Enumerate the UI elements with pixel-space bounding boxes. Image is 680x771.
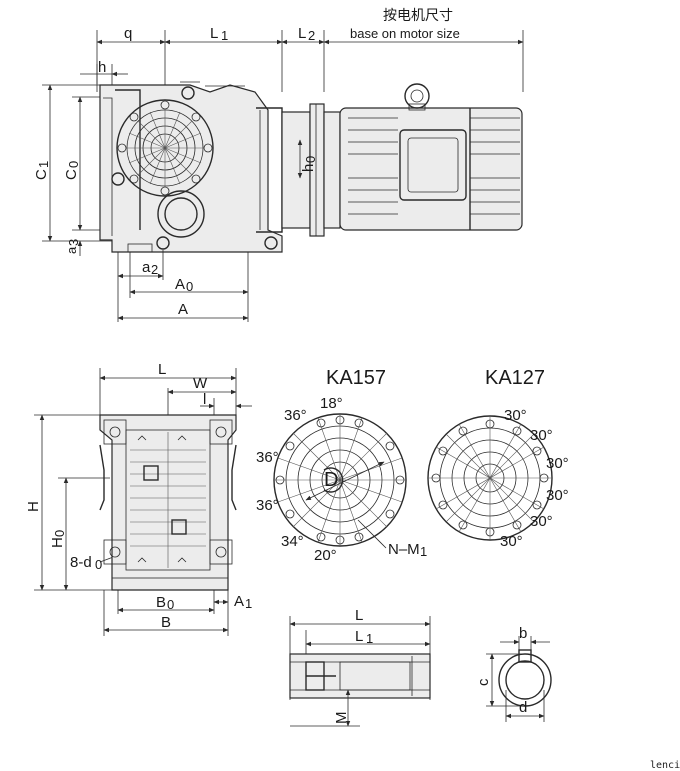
dim-a2-label: a <box>142 259 151 276</box>
ka127-angle-4: 30° <box>546 487 569 504</box>
ka157-angle-3: 36° <box>256 449 279 466</box>
dim-L-label: L <box>158 361 166 378</box>
dim-h0-sub: 0 <box>303 156 318 163</box>
dim-L1-label: L <box>210 25 218 42</box>
dim-L1-sub: 1 <box>221 28 228 43</box>
shaft-L-label: L <box>355 607 363 624</box>
flange-ka127: KA127 30° <box>427 367 569 550</box>
dim-B-label: B <box>161 614 171 631</box>
dim-8d0-label: 8-d <box>70 554 92 571</box>
ka127-angle-2: 30° <box>530 427 553 444</box>
ka157-angle-4: 36° <box>256 497 279 514</box>
dim-left-vertical: C 1 C 0 a 3 <box>33 84 115 256</box>
dim-B0-sub: 0 <box>167 597 174 612</box>
dim-8d0-sub: 0 <box>95 557 102 572</box>
dim-H0-sub: 0 <box>52 530 67 537</box>
watermark: lenci <box>650 760 680 771</box>
dim-h-label: h <box>98 59 106 76</box>
dim-C1-sub: 1 <box>36 161 51 168</box>
hub-detail: b c d <box>475 625 552 722</box>
dim-A1-sub: 1 <box>245 596 252 611</box>
dim-q-label: q <box>124 25 132 42</box>
dim-A1-label: A <box>234 593 244 610</box>
dim-W-label: W <box>193 375 208 392</box>
bottom-dimensions-top: a 2 A 0 A <box>117 250 249 322</box>
front-bottom-dimensions: B 0 A 1 B <box>103 590 252 636</box>
dim-L2-label: L <box>298 25 306 42</box>
dim-A0-sub: 0 <box>186 279 193 294</box>
ka127-angle-6: 30° <box>500 533 523 550</box>
top-dimensions: q L 1 L 2 按电机尺寸 base on motor size <box>96 8 524 92</box>
motor-size-en-label: base on motor size <box>350 26 460 41</box>
ka157-angle-5: 34° <box>281 533 304 550</box>
dim-a2-sub: 2 <box>151 262 158 277</box>
front-housing <box>99 414 237 591</box>
ka157-angle-6: 20° <box>314 547 337 564</box>
motor-body <box>339 83 523 231</box>
adapter-flange: h 0 <box>281 103 341 237</box>
front-view: L W l H H 0 8-d 0 <box>25 361 252 636</box>
front-top-dimensions: L W l <box>99 361 252 420</box>
front-left-dimensions: H H 0 8-d 0 <box>25 414 118 591</box>
ka127-angle-3: 30° <box>546 455 569 472</box>
ka127-angle-5: 30° <box>530 513 553 530</box>
dim-H-label: H <box>25 501 42 512</box>
dim-C0-sub: 0 <box>66 161 81 168</box>
ka157-NM-sub: 1 <box>420 544 427 559</box>
shaft-detail: L L 1 M <box>289 607 431 727</box>
ka157-angle-1: 18° <box>320 395 343 412</box>
dim-H0-label: H <box>49 537 66 548</box>
ka127-title: KA127 <box>485 367 545 389</box>
dim-A-label: A <box>178 301 188 318</box>
gear-housing-top <box>99 81 283 253</box>
hub-d-label: d <box>519 699 527 716</box>
shaft-L1-label: L <box>355 628 363 645</box>
ka127-angle-1: 30° <box>504 407 527 424</box>
dim-A0-label: A <box>175 276 185 293</box>
shaft-L1-sub: 1 <box>366 631 373 646</box>
shaft-M-label: M <box>333 712 350 725</box>
ka157-title: KA157 <box>326 367 386 389</box>
dim-h0-label: h <box>300 164 317 172</box>
motor-size-cn-label: 按电机尺寸 <box>383 8 453 24</box>
top-view: q L 1 L 2 按电机尺寸 base on motor size h C <box>33 8 524 322</box>
dim-a3-label: a <box>64 246 79 254</box>
ka157-angle-2: 36° <box>284 407 307 424</box>
ka157-NM-label: N–M <box>388 541 420 558</box>
dim-L2-sub: 2 <box>308 28 315 43</box>
dim-B0-label: B <box>156 594 166 611</box>
dim-C1-label: C <box>33 169 50 180</box>
dim-C0-label: C <box>63 169 80 180</box>
hub-c-label: c <box>475 678 492 686</box>
dim-l-label: l <box>203 391 206 408</box>
dim-a3-sub: 3 <box>66 239 81 246</box>
hub-b-label: b <box>519 625 527 642</box>
flange-ka157: KA157 <box>256 367 427 564</box>
ka157-D-label: D <box>324 469 338 491</box>
